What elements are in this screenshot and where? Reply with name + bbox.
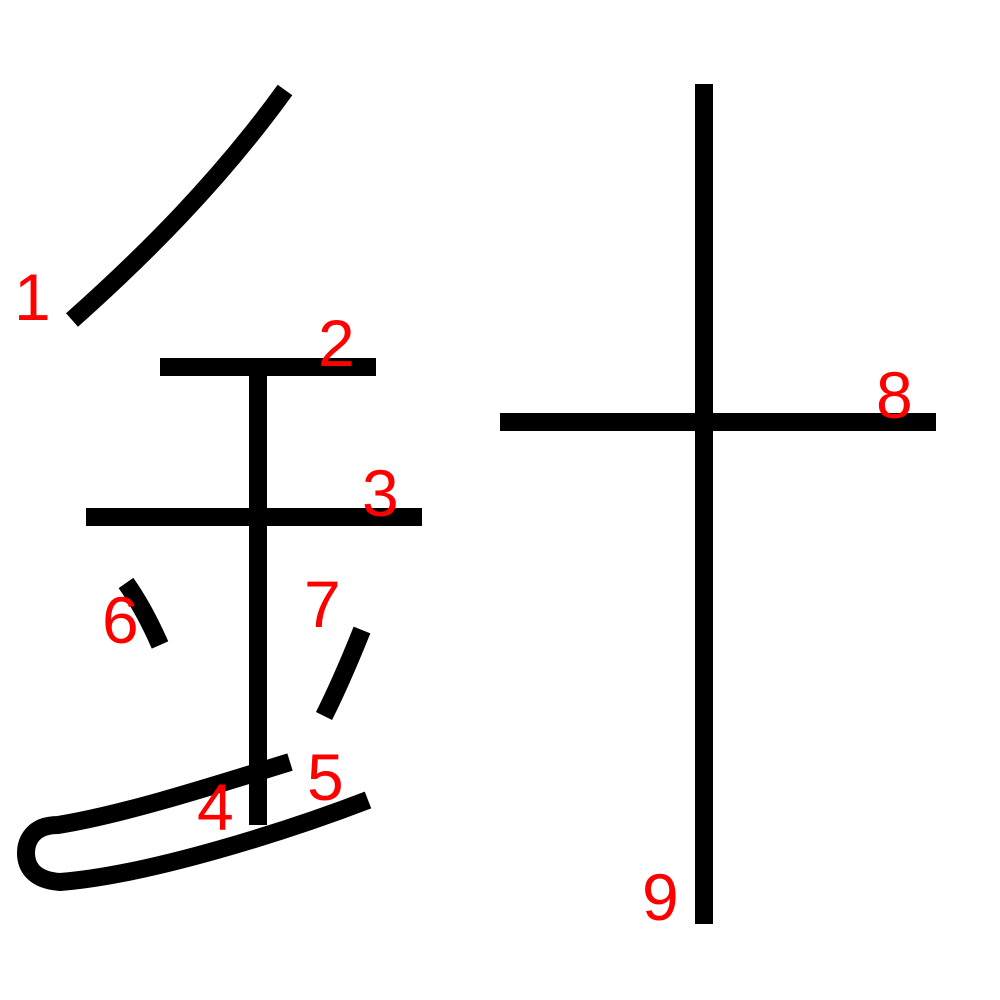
stroke-number-1: 1 [14,260,51,334]
stroke-number-2: 2 [318,306,355,380]
stroke-number-9: 9 [642,860,679,934]
stroke-number-3: 3 [362,456,399,530]
stroke-number-6: 6 [102,583,139,657]
stroke-number-5: 5 [307,740,344,814]
stroke-number-7: 7 [304,567,341,641]
character-strokes [17,84,936,924]
stroke-7 [315,626,371,721]
stroke-number-8: 8 [876,358,913,432]
stroke-6 [118,577,169,649]
stroke-5 [17,753,372,891]
stroke-1 [66,84,293,327]
stroke-number-labels: 1 2 3 4 5 6 7 8 9 [14,260,913,934]
stroke-number-4: 4 [197,770,234,844]
